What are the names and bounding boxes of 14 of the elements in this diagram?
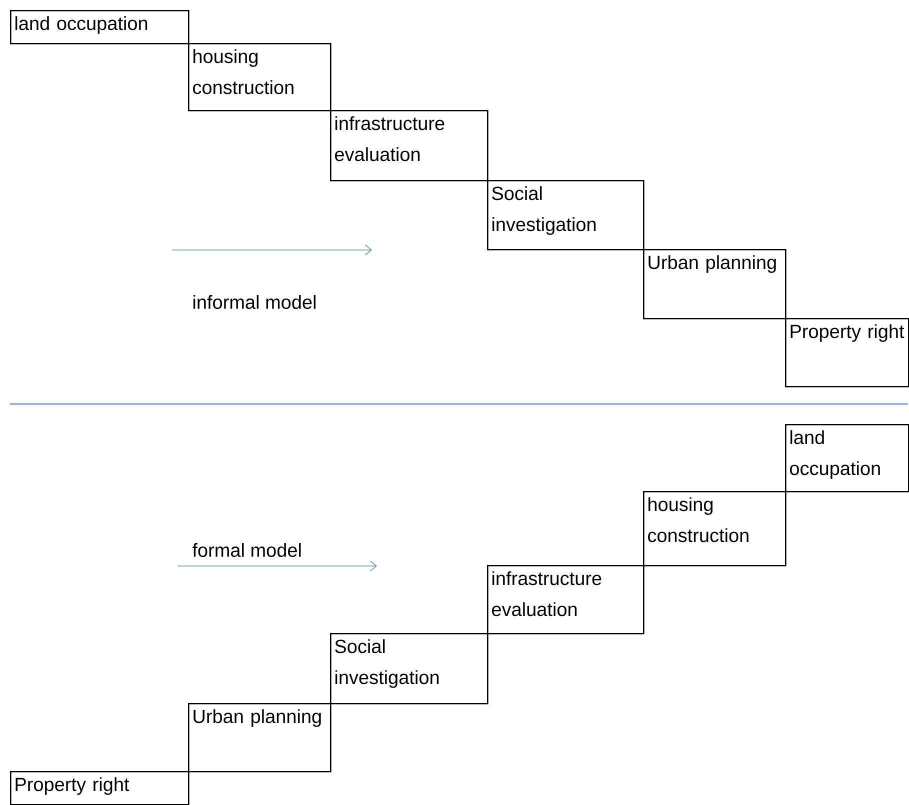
step-box: Social investigation [487,180,644,250]
model-label: informal model [193,295,316,309]
step-box: Urban planning [188,703,332,772]
step-box: land occupation [10,10,190,44]
step-box: housing construction [188,43,332,112]
step-box: infrastructure evaluation [330,110,488,182]
step-box: land occupation [785,424,909,492]
model-label: formal model [192,543,301,557]
step-box: housing construction [643,491,786,566]
step-box: Urban planning [643,248,786,320]
step-box: Social investigation [330,633,488,704]
step-box: infrastructure evaluation [487,565,644,634]
step-box: Property right [10,771,190,805]
step-box: Property right [785,318,909,388]
